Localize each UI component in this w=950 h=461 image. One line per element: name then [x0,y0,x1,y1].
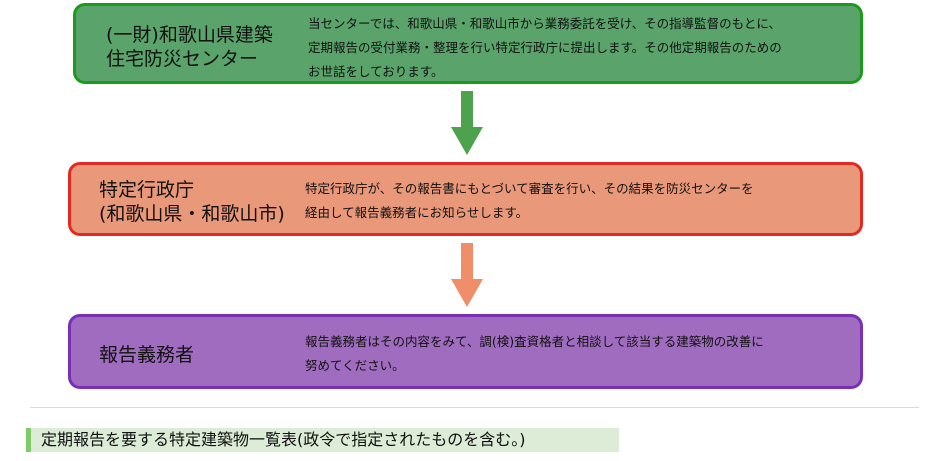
step-description-administrative-agency: 特定行政庁が、その報告書にもとづいて審査を行い、その結果を防災センターを 経由し… [305,177,853,225]
step-title-disaster-center: (一財)和歌山県建築 住宅防災センター [106,23,296,71]
step-desc-line: 特定行政庁が、その報告書にもとづいて審査を行い、その結果を防災センターを [305,181,754,196]
step-description-reporting-obligor: 報告義務者はその内容をみて、調(検)査資格者と相談して該当する建築物の改善に 努… [305,330,853,378]
step-title-line: 特定行政庁 [99,179,195,201]
step-desc-line: 努めてください。 [305,358,405,373]
step-title-line: 報告義務者 [99,344,195,366]
section-heading-text: 定期報告を要する特定建築物一覧表(政令で指定されたものを含む。) [41,430,526,449]
step-description-disaster-center: 当センターでは、和歌山県・和歌山市から業務委託を受け、その指導監督のもとに、 定… [308,12,860,84]
step-desc-line: 当センターでは、和歌山県・和歌山市から業務委託を受け、その指導監督のもとに、 [308,16,782,31]
step-box-disaster-center: (一財)和歌山県建築 住宅防災センター 当センターでは、和歌山県・和歌山市から業… [73,3,863,84]
step-desc-line: お世話をしております。 [308,64,444,79]
step-title-reporting-obligor: 報告義務者 [99,343,289,367]
step-title-line: 住宅防災センター [106,48,259,70]
step-title-line: (和歌山県・和歌山市) [99,203,285,225]
step-box-reporting-obligor: 報告義務者 報告義務者はその内容をみて、調(検)査資格者と相談して該当する建築物… [68,314,863,389]
section-heading: 定期報告を要する特定建築物一覧表(政令で指定されたものを含む。) [26,428,619,452]
step-title-administrative-agency: 特定行政庁 (和歌山県・和歌山市) [99,178,309,226]
down-arrow-icon [451,91,483,155]
down-arrow-icon [451,243,483,307]
step-desc-line: 経由して報告義務者にお知らせします。 [305,205,529,220]
step-desc-line: 定期報告の受付業務・整理を行い特定行政庁に提出します。その他定期報告のための [308,40,782,55]
step-desc-line: 報告義務者はその内容をみて、調(検)査資格者と相談して該当する建築物の改善に [305,334,764,349]
step-title-line: (一財)和歌山県建築 [106,24,273,46]
section-divider [30,407,919,408]
step-box-administrative-agency: 特定行政庁 (和歌山県・和歌山市) 特定行政庁が、その報告書にもとづいて審査を行… [68,162,863,236]
